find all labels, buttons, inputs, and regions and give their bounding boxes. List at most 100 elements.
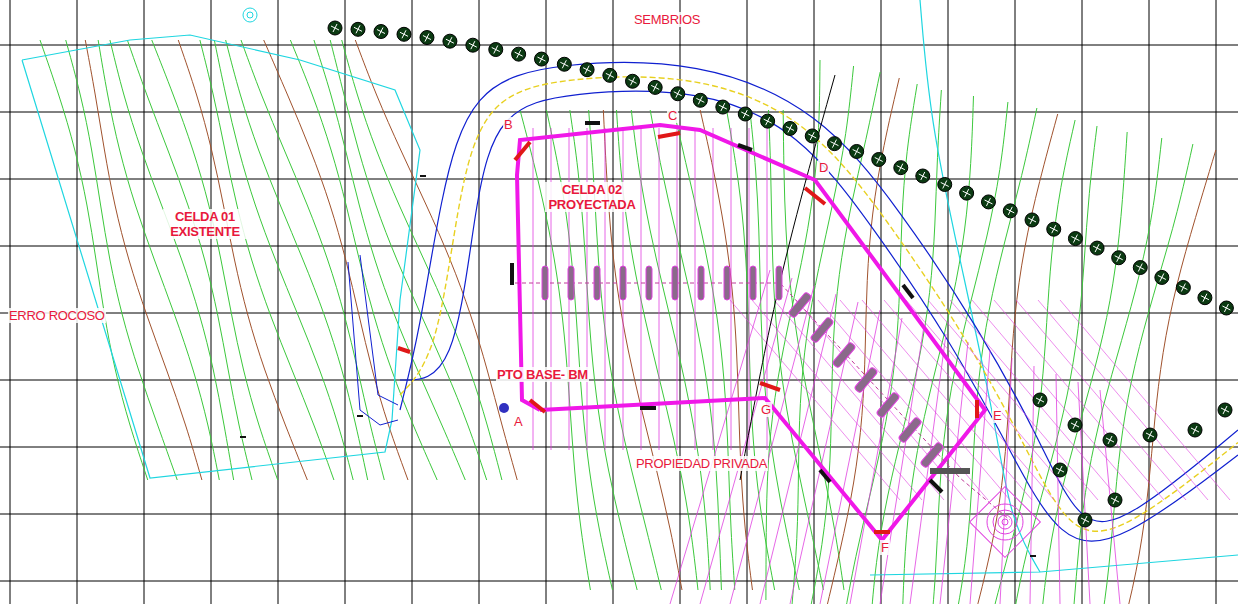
hatch-line [551,128,552,450]
tree-symbol [1003,204,1017,218]
hatch-line [884,300,1054,500]
hatch-line [928,300,1098,500]
grid-line [0,380,1238,381]
tree-mark [354,25,362,33]
tree-crown [1198,291,1212,305]
grid-line [1216,0,1217,604]
survey-point [243,8,257,22]
edge-mark [738,145,752,150]
tree-mark [515,50,523,58]
tree-mark [741,110,749,118]
contour-line [314,40,465,480]
tree-symbol [1090,241,1104,255]
tree-mark [583,66,591,74]
property-boundary [920,0,1040,572]
tree-crown [1003,204,1017,218]
tree-mark [897,164,905,172]
tree-crown [671,87,685,101]
tree-crown [580,63,594,77]
hatch-line [1000,358,1012,604]
grid-line [77,0,78,604]
vertex-letter: E [992,408,1002,423]
grid-line [144,0,145,604]
tree-mark [1191,426,1199,434]
vertex-letter: F [880,540,890,555]
contour-line [85,40,202,480]
road-edge [400,62,1238,521]
cell-outline [517,125,985,540]
contour-line [355,40,517,480]
tree-crown [981,195,995,209]
contour-line [40,40,148,480]
tree-mark [853,147,861,155]
tree-symbol [805,129,819,143]
tree-mark [1179,284,1187,292]
tree-symbol [761,114,775,128]
map-label: SEMBRIOS [633,12,701,27]
tree-symbol [420,31,434,45]
vertex-letter: B [503,117,513,132]
tree-symbol [443,34,457,48]
tree-crown [1176,281,1190,295]
hatch-line [641,128,642,450]
grid-line [0,45,1238,46]
contour-line [110,40,234,480]
tree-symbol [1033,393,1047,407]
outlet-symbol [987,504,1023,540]
tree-mark [875,155,883,163]
map-label: CELDA 02 PROYECTADA [545,182,639,212]
contour-line [342,40,502,480]
contour-line [200,40,334,480]
contour-line [214,40,353,480]
tree-crown [420,31,434,45]
tree-mark [674,90,682,98]
tree-mark [1081,516,1089,524]
spot-mark [357,415,363,417]
vertex-letter: A [513,414,523,429]
tree-mark [492,46,500,54]
tree-crown [1188,423,1202,437]
tree-symbol [1133,261,1147,275]
tree-symbol [1047,222,1061,236]
well-marker [672,266,678,300]
edge-mark [930,480,942,492]
contour-line [98,40,219,480]
tree-symbol [397,27,411,41]
tree-crown [1025,213,1039,227]
tree-symbol [1218,403,1232,417]
tree-crown [466,38,480,52]
tree-crown [489,43,503,57]
tree-symbol [1176,281,1190,295]
tree-mark [629,77,637,85]
tree-crown [938,177,952,191]
tree-symbol [374,25,388,39]
well-marker [776,266,782,300]
tree-mark [331,24,339,32]
tree-symbol [1143,428,1157,442]
hatch-line [605,128,606,450]
section-line [740,75,835,480]
tree-crown [328,21,342,35]
tree-symbol [1112,251,1126,265]
grid-line [814,0,815,604]
hatch-line [1038,300,1208,500]
well-marker [542,266,548,300]
trees [328,21,1233,527]
well-marker [594,266,600,300]
contour-line [66,40,178,480]
tree-mark [537,55,545,63]
tree-crown [603,68,617,82]
tree-symbol [981,195,995,209]
hatch-line [700,278,792,604]
hatch-line [972,300,1142,500]
tree-symbol [580,63,594,77]
contour-line [127,40,252,480]
tree-symbol [671,87,685,101]
outlet-pipe [930,468,970,474]
contour-line [264,40,408,480]
well-marker [810,317,834,344]
contour-line [766,60,820,600]
tree-mark [764,117,772,125]
